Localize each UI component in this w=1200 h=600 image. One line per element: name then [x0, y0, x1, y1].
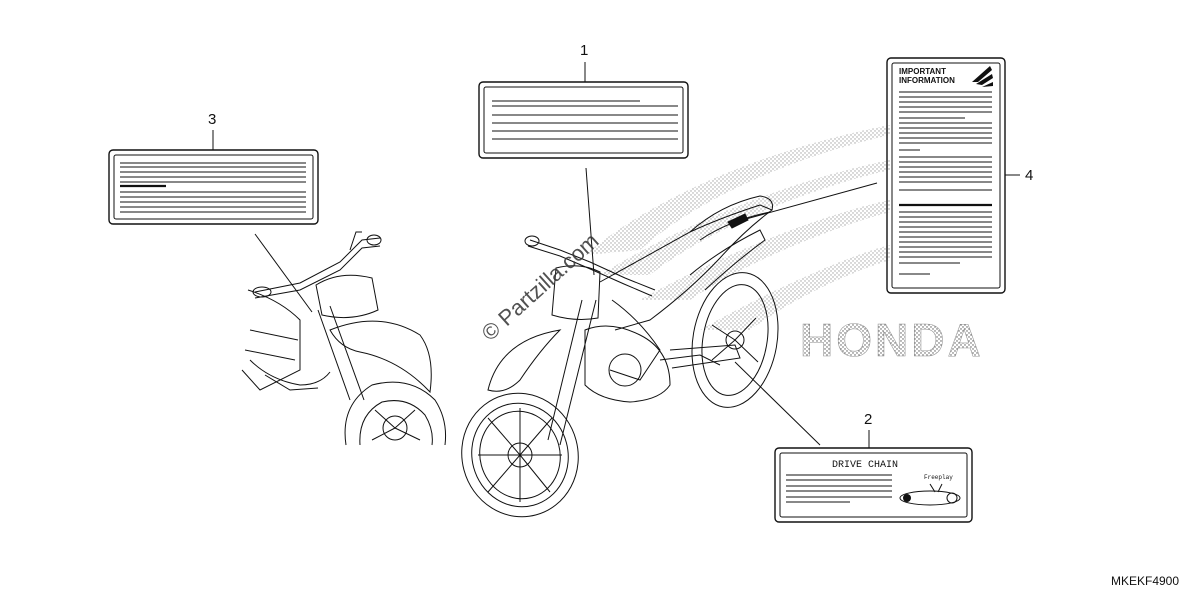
label-3	[108, 149, 319, 225]
leader-line-4-bike	[734, 182, 878, 223]
honda-brand-text: HONDA	[800, 314, 984, 366]
leader-line-3-bike	[254, 233, 313, 313]
motorcycle-front-view	[241, 231, 446, 446]
drive-chain-title: DRIVE CHAIN	[832, 460, 898, 471]
callout-2: 2	[864, 411, 872, 428]
important-heading-1: IMPORTANT	[899, 67, 946, 76]
callout-3: 3	[208, 111, 216, 128]
label-1	[478, 81, 689, 159]
motorcycle-three-quarter-view	[461, 195, 779, 518]
honda-wing-logo	[585, 125, 890, 330]
important-heading-2: INFORMATION	[899, 76, 955, 85]
honda-wing-icon	[972, 66, 993, 87]
label-2: DRIVE CHAIN Freeplay	[774, 447, 973, 523]
drive-chain-freeplay: Freeplay	[924, 474, 953, 481]
label-4: IMPORTANT INFORMATION	[886, 57, 1006, 294]
callout-4: 4	[1025, 167, 1033, 184]
callout-1: 1	[580, 42, 588, 59]
leader-line-2-bike	[734, 361, 821, 446]
diagram-code: MKEKF4900	[1111, 574, 1179, 588]
leader-line-1-bike	[585, 167, 595, 276]
chain-icon	[899, 483, 961, 506]
watermark: © Partzilla.com	[477, 228, 604, 346]
